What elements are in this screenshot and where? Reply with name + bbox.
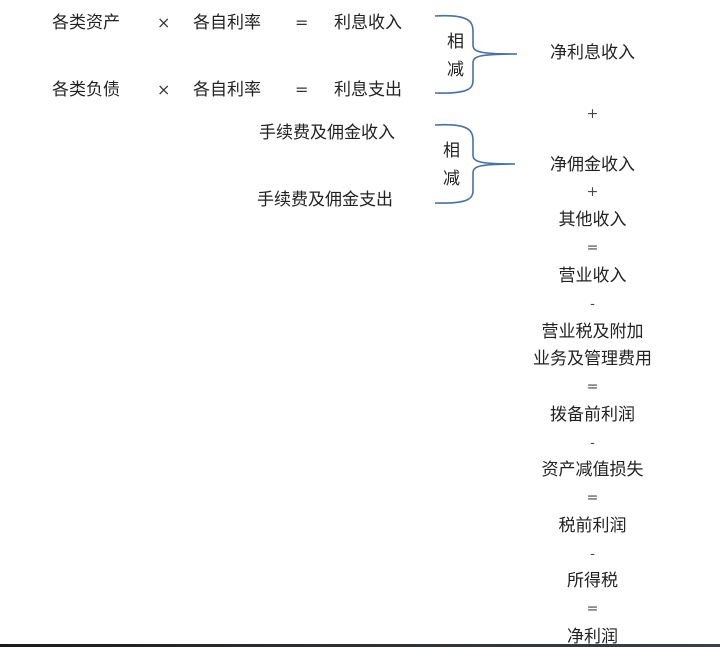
brace-label-bottom: 减 [447, 60, 464, 80]
operating-admin-expenses: 业务及管理费用 [533, 349, 652, 369]
other-income: 其他收入 [558, 210, 627, 230]
asset-impairment-loss: 资产减值损失 [541, 460, 644, 480]
equals-operator: = [586, 240, 599, 256]
minus-operator: - [590, 546, 595, 562]
brace-label-top: 相 [447, 32, 464, 52]
equals-operator: = [295, 13, 309, 32]
liability-label: 各类负债 [52, 80, 120, 100]
net-commission-income: 净佣金收入 [550, 155, 635, 175]
equals-operator: = [586, 490, 599, 506]
brace-label-bottom: 减 [443, 169, 460, 189]
interest-expense-label: 利息支出 [334, 80, 402, 100]
times-operator: × [157, 13, 171, 32]
income-tax: 所得税 [567, 571, 618, 591]
brace-icon [434, 123, 516, 204]
brace-icon [434, 14, 518, 94]
equals-operator: = [586, 379, 599, 395]
rate-label: 各自利率 [193, 13, 261, 33]
minus-operator: - [590, 435, 595, 451]
brace-label-top: 相 [443, 141, 460, 161]
minus-operator: - [590, 296, 595, 312]
fee-expense-label: 手续费及佣金支出 [257, 190, 393, 210]
rate-label: 各自利率 [193, 80, 261, 100]
equals-operator: = [295, 80, 309, 99]
equals-operator: = [586, 601, 599, 617]
plus-operator: + [586, 184, 599, 200]
fee-income-label: 手续费及佣金收入 [259, 123, 395, 143]
asset-label: 各类资产 [52, 13, 120, 33]
pre-provision-profit: 拨备前利润 [550, 405, 635, 425]
bottom-edge-bar [0, 644, 720, 647]
net-profit: 净利润 [567, 627, 618, 647]
net-interest-income: 净利息收入 [550, 43, 635, 63]
operating-revenue: 营业收入 [558, 266, 627, 286]
times-operator: × [157, 80, 171, 99]
plus-operator: + [586, 106, 599, 122]
pre-tax-profit: 税前利润 [558, 516, 627, 536]
business-tax-surcharges: 营业税及附加 [541, 322, 644, 342]
interest-income-label: 利息收入 [334, 13, 402, 33]
